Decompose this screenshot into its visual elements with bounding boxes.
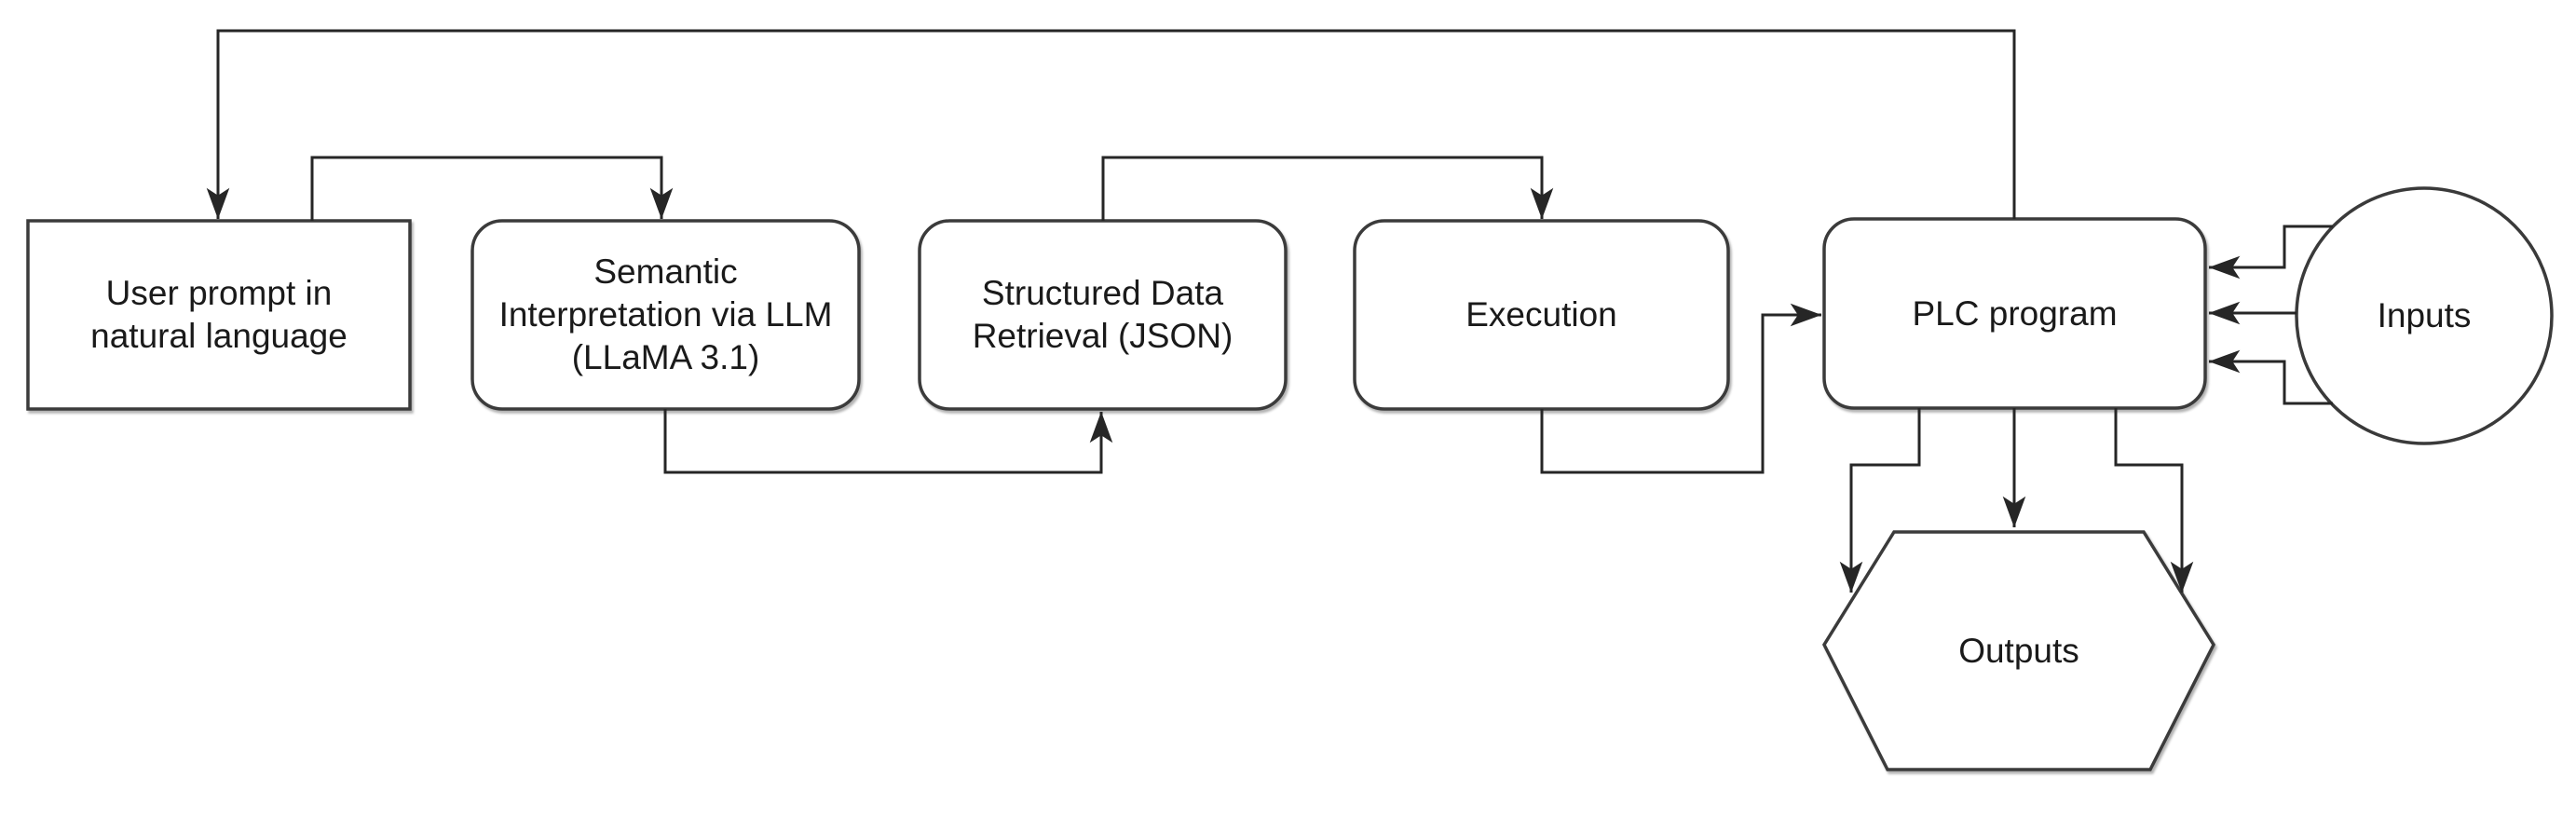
- edge-plc-to-user-prompt-feedback: [206, 29, 2016, 220]
- node-outputs-outline: [1821, 530, 2216, 771]
- edge-inputs-to-plc-bottom: [2208, 349, 2333, 405]
- node-semantic-interpretation-outline: [470, 219, 861, 411]
- node-user-prompt-outline: [26, 219, 412, 411]
- edge-execution-to-plc: [1540, 303, 1822, 474]
- edge-structured-to-execution: [1101, 156, 1554, 221]
- edge-semantic-to-structured: [663, 409, 1113, 474]
- edge-plc-to-outputs-left: [1839, 408, 1921, 593]
- node-plc-program-outline: [1822, 217, 2207, 410]
- node-execution-outline: [1353, 219, 1730, 411]
- edge-inputs-to-plc-top: [2208, 225, 2333, 279]
- edge-plc-to-outputs-right: [2114, 408, 2194, 593]
- edge-user-prompt-to-semantic: [310, 156, 674, 221]
- node-inputs-outline: [2295, 186, 2554, 445]
- node-structured-data-outline: [918, 219, 1288, 411]
